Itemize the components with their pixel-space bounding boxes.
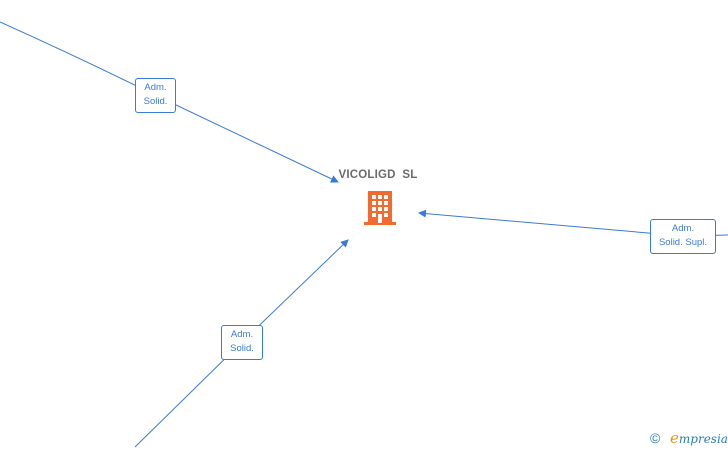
relation-label[interactable]: Adm. Solid. Supl. xyxy=(650,219,716,254)
relation-label[interactable]: Adm. Solid. xyxy=(221,325,263,360)
relation-label-line2: Solid. xyxy=(230,343,254,354)
company-name[interactable]: VICOLIGD SL xyxy=(338,169,418,181)
relation-label-line1: Adm. xyxy=(671,223,695,234)
building-icon[interactable] xyxy=(363,190,397,226)
relation-label-line2: Solid. Supl. xyxy=(658,237,708,248)
relation-label-line1: Adm. xyxy=(144,82,167,93)
brand-initial: e xyxy=(670,429,679,447)
brand-logo: empresia xyxy=(670,429,728,448)
brand-name: mpresia xyxy=(678,432,728,446)
relation-label-line1: Adm. xyxy=(230,329,254,340)
relation-label-line2: Solid. xyxy=(143,96,168,107)
relation-label[interactable]: Adm. Solid. xyxy=(135,78,176,113)
copyright-symbol: © xyxy=(650,430,661,446)
